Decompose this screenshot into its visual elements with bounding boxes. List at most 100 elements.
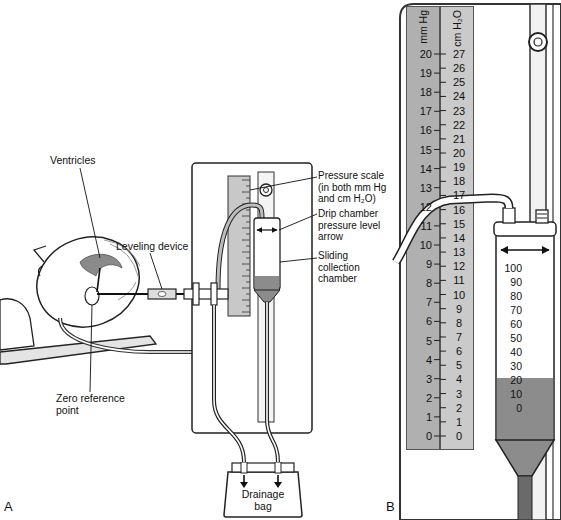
scale-tick (434, 378, 440, 379)
scale-tick (440, 294, 446, 295)
scale-tick (242, 216, 250, 217)
cmh2o-scale-number: 7 (448, 330, 470, 344)
panel-letter: A (4, 500, 13, 515)
cmh2o-scale-number: 20 (448, 146, 470, 160)
chamber-volume-number: 100 (496, 261, 522, 275)
scale-tick (246, 306, 250, 307)
drain-tubing (267, 302, 278, 462)
scale-tick (434, 359, 440, 360)
scale-heading: cm H₂O (451, 10, 463, 47)
cmh2o-scale-number: 6 (448, 344, 470, 358)
panel-letter: B (386, 500, 395, 515)
scale-tick (242, 252, 250, 253)
chamber-volume-number: 10 (496, 387, 522, 401)
scale-tick (440, 308, 446, 309)
scale-tick (246, 270, 250, 271)
bag-outline (240, 482, 248, 488)
chamber-volume-number: 30 (496, 359, 522, 373)
leader-line (90, 305, 92, 392)
scale-tick (434, 130, 440, 131)
mmhg-scale-number: 8 (410, 276, 432, 290)
leader-line (80, 168, 100, 258)
cmh2o-scale-number: 0 (448, 429, 470, 443)
scale-tick (434, 340, 440, 341)
scale-tick (246, 222, 250, 223)
mmhg-scale-number: 1 (410, 410, 432, 424)
chamber-volume-number: 50 (496, 331, 522, 345)
collection-chamber (536, 210, 548, 223)
chamber-volume-number: 0 (496, 401, 522, 415)
cmh2o-scale-number: 5 (448, 358, 470, 372)
cmh2o-scale-number: 10 (448, 288, 470, 302)
cmh2o-scale-number: 12 (448, 259, 470, 273)
scale-tick (440, 365, 446, 366)
scale-tick (434, 92, 440, 93)
cmh2o-scale-number: 22 (448, 118, 470, 132)
stand-rail (264, 188, 269, 193)
scale-tick (246, 210, 250, 211)
pressure-scale-strip (228, 176, 250, 316)
scale-tick (434, 264, 440, 265)
mmhg-scale-number: 10 (410, 238, 432, 252)
collection-chamber (496, 234, 554, 440)
mmhg-scale-number: 14 (410, 162, 432, 176)
stopcock-manifold (184, 289, 228, 299)
mmhg-scale-number: 0 (410, 429, 432, 443)
mmhg-scale-number: 17 (410, 104, 432, 118)
scale-tick (440, 407, 446, 408)
drainage-bag: Drainage bag (222, 462, 304, 518)
scale-tick (434, 397, 440, 398)
scale-tick (440, 195, 446, 196)
patient-head (34, 246, 46, 262)
scale-tick (434, 416, 440, 417)
chamber-volume-number: 60 (496, 317, 522, 331)
bag-outline (232, 463, 294, 472)
scale-tick (434, 245, 440, 246)
scale-tick (246, 234, 250, 235)
cmh2o-scale-number: 27 (448, 47, 470, 61)
scale-tick (246, 258, 250, 259)
mmhg-scale-number: 11 (410, 219, 432, 233)
cmh2o-scale-number: 24 (448, 89, 470, 103)
scale-tick (434, 321, 440, 322)
collection-chamber (255, 276, 279, 290)
cmh2o-scale-number: 4 (448, 372, 470, 386)
scale-heading: mm Hg (417, 10, 429, 44)
collection-chamber (537, 214, 547, 215)
cmh2o-scale-number: 23 (448, 104, 470, 118)
cmh2o-scale-number: 11 (448, 273, 470, 287)
drain-tubing (60, 300, 205, 352)
scale-tick (246, 294, 250, 295)
scale-tick (440, 421, 446, 422)
drain-tubing (214, 305, 244, 462)
collection-chamber (254, 218, 280, 290)
mmhg-scale-number: 6 (410, 314, 432, 328)
scale-tick (434, 283, 440, 284)
collection-chamber (257, 229, 277, 230)
scale-tick (440, 138, 446, 139)
scale-tick (434, 436, 440, 437)
callout-label: Drip chamber pressure level arrow (318, 208, 390, 243)
cmh2o-scale-number: 19 (448, 160, 470, 174)
bag-outline (243, 475, 245, 483)
scale-tick (440, 153, 446, 154)
drain-tubing (60, 300, 205, 352)
mmhg-scale-number: 18 (410, 85, 432, 99)
mmhg-scale-number: 3 (410, 372, 432, 386)
callout-label: Pressure scale (in both mm Hg and cm H₂O… (318, 170, 390, 205)
stopcock-manifold (193, 283, 199, 305)
scale-tick (440, 54, 446, 55)
leveling-device (148, 289, 176, 299)
scale-tick (242, 180, 250, 181)
collection-chamber (494, 208, 556, 520)
scale-tick (440, 223, 446, 224)
drain-tubing (60, 300, 205, 352)
mmhg-scale-number: 16 (410, 123, 432, 137)
mmhg-scale-number: 7 (410, 295, 432, 309)
scale-tick (434, 168, 440, 169)
mmhg-scale-number: 2 (410, 391, 432, 405)
drain-tubing (214, 305, 244, 462)
mmhg-scale-number: 4 (410, 353, 432, 367)
bag-outline (274, 482, 282, 488)
